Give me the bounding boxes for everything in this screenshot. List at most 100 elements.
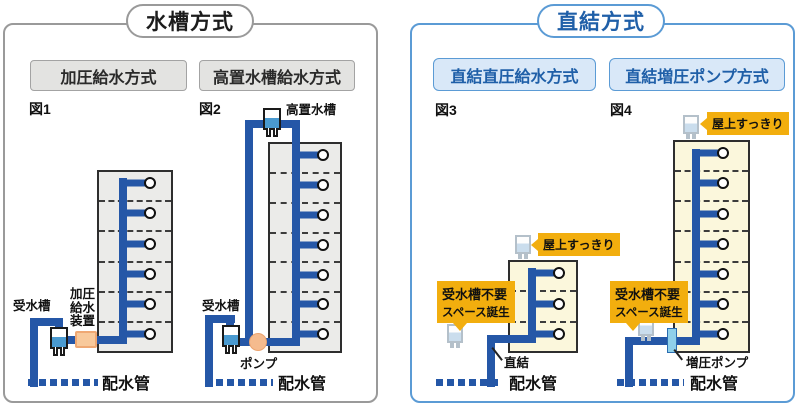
branch-pipe	[121, 300, 149, 308]
fig4-riser-pipe	[692, 149, 700, 345]
note-arrow-left-icon	[531, 238, 538, 251]
building-floor	[270, 171, 340, 202]
label-line: 給水	[70, 300, 96, 315]
fig2-outer-riser-pipe	[245, 120, 253, 346]
building-floor	[99, 290, 171, 321]
branch-pipe	[530, 269, 558, 277]
tank-leg	[518, 252, 522, 259]
fig1-receiving-tank-label: 受水槽	[13, 299, 51, 313]
building-floor	[675, 290, 748, 321]
faucet-icon	[144, 237, 156, 250]
method-box-direct-booster: 直結増圧ポンプ方式	[609, 58, 785, 91]
faucet-icon	[317, 328, 329, 341]
fig4-water-main-label: 配水管	[690, 376, 739, 393]
note-text: 受水槽不要	[442, 287, 508, 302]
method-box-pressurized: 加圧給水方式	[30, 60, 187, 91]
building-floor	[270, 144, 340, 172]
branch-pipe	[694, 270, 722, 278]
tank-leg	[524, 252, 528, 259]
faucet-icon	[717, 207, 729, 220]
tank-leg	[641, 334, 645, 341]
faucet-icon	[553, 267, 565, 280]
branch-pipe	[121, 330, 149, 338]
branch-pipe	[694, 149, 722, 157]
fig1-receiving-tank-icon	[50, 327, 68, 356]
fig2-pump-icon	[249, 333, 267, 351]
branch-pipe	[121, 240, 149, 248]
building-floor	[510, 262, 576, 290]
fig3-no-tank-note: 受水槽不要 スペース誕生	[437, 281, 515, 331]
fig1-booster-device-label: 加圧 給水 装置	[70, 287, 96, 329]
tank-leg	[686, 132, 690, 139]
faucet-icon	[144, 267, 156, 280]
branch-pipe	[121, 179, 149, 187]
building-floor	[675, 200, 748, 230]
fig2-tank-inlet-pipe	[226, 315, 234, 329]
faucet-icon	[553, 327, 565, 340]
faucet-icon	[717, 328, 729, 341]
building-floor	[510, 320, 576, 351]
building-floor	[675, 142, 748, 170]
branch-pipe	[294, 330, 322, 338]
building-floor	[675, 230, 748, 260]
building-floor	[675, 320, 748, 351]
building-floor	[99, 200, 171, 230]
note-arrow-down-icon	[626, 323, 640, 331]
fig2-receiving-tank-icon	[222, 325, 240, 354]
fig3-riser-pipe	[528, 268, 536, 343]
building-floor	[99, 260, 171, 291]
branch-pipe	[294, 181, 322, 189]
fig4-water-main-dashed	[617, 379, 684, 386]
fig1-water-main-label: 配水管	[102, 376, 151, 393]
branch-pipe	[530, 300, 558, 308]
fig4-booster-pump-icon	[667, 328, 677, 353]
building-floor	[675, 260, 748, 291]
note-arrow-left-icon	[700, 117, 707, 130]
note-text: スペース誕生	[615, 307, 683, 319]
building-floor	[99, 230, 171, 260]
faucet-icon	[317, 298, 329, 311]
fig2-supply-pipe-vertical	[205, 315, 213, 387]
fig3-direct-label: 直結	[504, 356, 530, 370]
branch-pipe	[694, 330, 722, 338]
fig1-building	[97, 170, 173, 353]
tank-leg	[232, 345, 237, 354]
tank-leg	[53, 347, 58, 356]
branch-pipe	[694, 300, 722, 308]
fig2-caption: 図2	[199, 101, 221, 117]
tank-leg	[225, 345, 230, 354]
tank-leg	[692, 132, 696, 139]
faucet-icon	[317, 149, 329, 162]
tank-method-title: 水槽方式	[126, 4, 254, 38]
label-line: 装置	[70, 314, 96, 328]
label-line: 加圧	[70, 287, 96, 301]
faucet-icon	[317, 208, 329, 221]
building-floor	[510, 290, 576, 320]
faucet-icon	[717, 267, 729, 280]
building-floor	[270, 261, 340, 291]
fig4-removed-roof-tank-icon	[683, 115, 699, 139]
fig1-booster-device-icon	[75, 331, 97, 348]
fig2-elevated-tank-label: 高置水槽	[286, 103, 337, 117]
tank-leg	[647, 334, 651, 341]
faucet-icon	[144, 297, 156, 310]
faucet-icon	[553, 297, 565, 310]
faucet-icon	[317, 179, 329, 191]
fig1-caption: 図1	[29, 101, 51, 117]
branch-pipe	[294, 271, 322, 279]
fig2-building	[268, 142, 342, 353]
note-text: スペース誕生	[442, 307, 510, 319]
faucet-icon	[144, 177, 156, 190]
fig4-no-tank-note: 受水槽不要 スペース誕生	[610, 281, 688, 331]
tank-leg	[273, 128, 278, 137]
branch-pipe	[530, 330, 558, 338]
fig2-supply-pipe-horizontal	[205, 315, 235, 323]
fig3-removed-ground-tank-icon	[447, 324, 463, 348]
branch-pipe	[294, 211, 322, 219]
faucet-icon	[317, 238, 329, 251]
building-floor	[99, 172, 171, 200]
branch-pipe	[121, 209, 149, 217]
fig1-bottom-pipe	[67, 336, 127, 344]
method-box-direct-pressure: 直結直圧給水方式	[433, 58, 596, 91]
